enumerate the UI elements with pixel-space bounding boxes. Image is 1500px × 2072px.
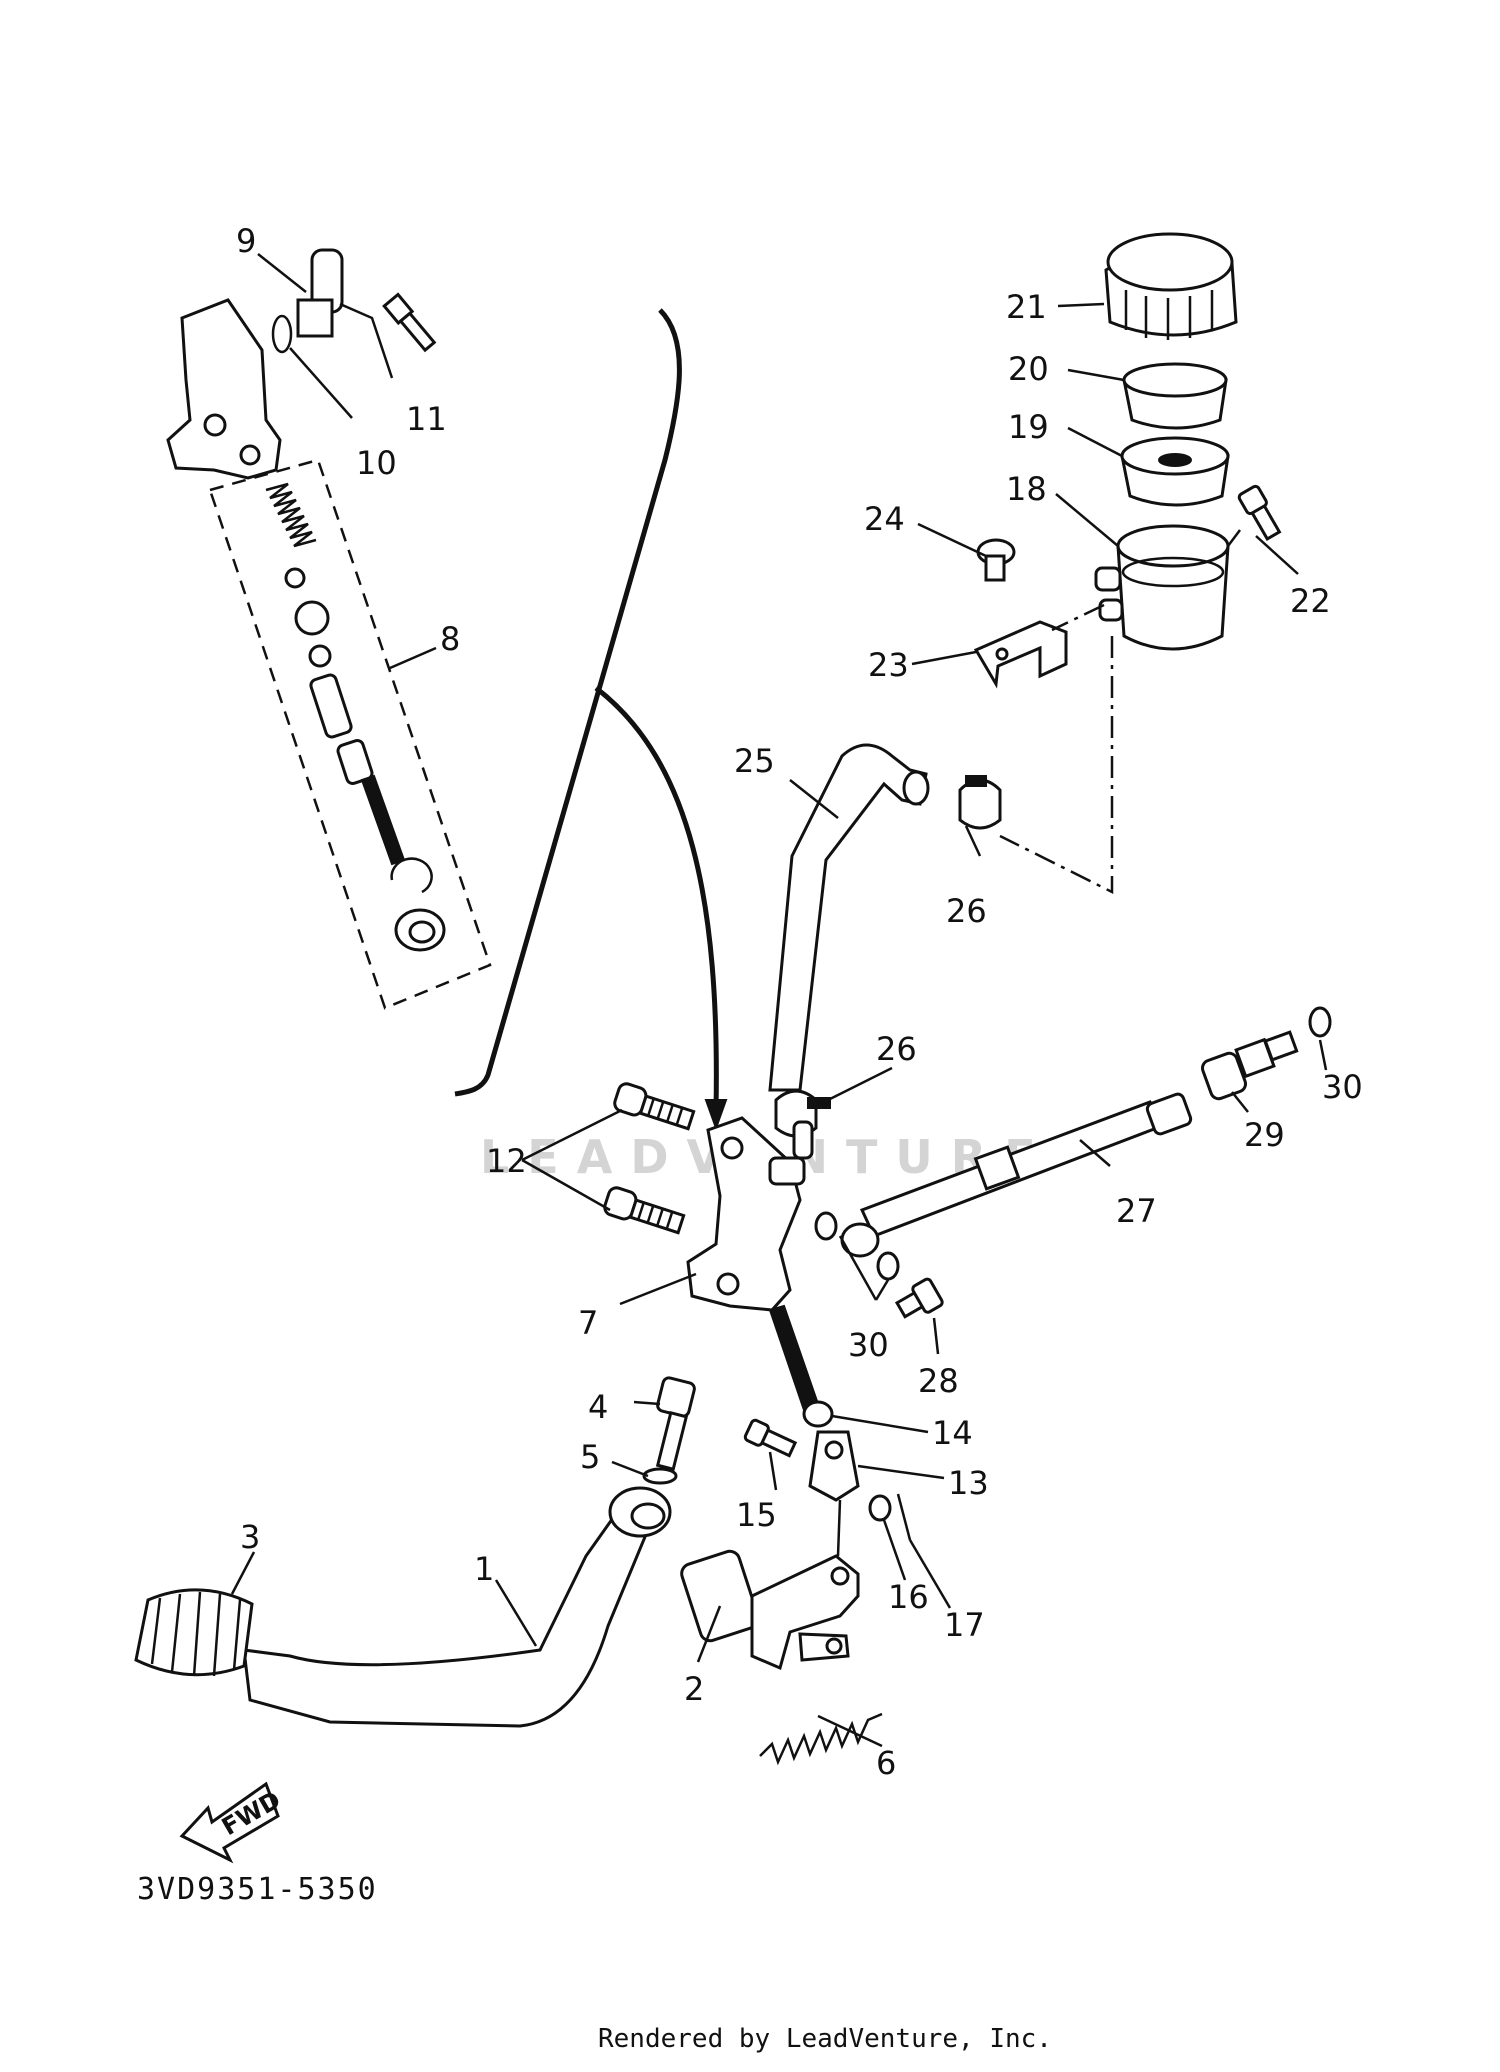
callout-26-upper: 26 xyxy=(946,892,987,930)
clevis-pin[interactable] xyxy=(743,1418,798,1459)
callout-24: 24 xyxy=(864,500,905,538)
washer-30-left[interactable] xyxy=(814,1211,838,1241)
callout-17: 17 xyxy=(944,1606,985,1644)
callout-16: 16 xyxy=(888,1578,929,1616)
callout-21: 21 xyxy=(1006,288,1047,326)
inset-bracket xyxy=(454,308,682,1097)
callout-14: 14 xyxy=(932,1414,973,1452)
kit-outline xyxy=(208,458,492,1010)
push-rod[interactable] xyxy=(768,1304,820,1412)
callout-20: 20 xyxy=(1008,350,1049,388)
callout-5: 5 xyxy=(580,1438,600,1476)
hose-clamp-upper[interactable] xyxy=(958,775,1002,830)
inset-arrow xyxy=(594,686,719,1111)
callout-22: 22 xyxy=(1290,582,1331,620)
callout-3: 3 xyxy=(240,1518,260,1556)
bolt-24[interactable] xyxy=(976,538,1016,582)
callout-4: 4 xyxy=(588,1388,608,1426)
callout-12: 12 xyxy=(486,1142,527,1180)
screw-22[interactable] xyxy=(1237,484,1283,542)
bolt-12-upper[interactable] xyxy=(613,1082,696,1133)
callout-19: 19 xyxy=(1008,408,1049,446)
cotter-pin[interactable] xyxy=(896,1493,912,1541)
washer-5[interactable] xyxy=(642,1467,678,1485)
bolt-28[interactable] xyxy=(894,1277,944,1324)
piston-cup[interactable] xyxy=(294,600,330,636)
footer-credit: Rendered by LeadVenture, Inc. xyxy=(598,2024,1052,2054)
locknut[interactable] xyxy=(802,1400,834,1428)
callout-6: 6 xyxy=(876,1744,896,1782)
reservoir-bracket[interactable] xyxy=(973,620,1068,689)
callout-25: 25 xyxy=(734,742,775,780)
callout-26-lower: 26 xyxy=(876,1030,917,1068)
callout-15: 15 xyxy=(736,1496,777,1534)
spring-inset[interactable] xyxy=(265,482,317,548)
callout-27: 27 xyxy=(1116,1192,1157,1230)
washer-30-right[interactable] xyxy=(876,1251,900,1281)
piston[interactable] xyxy=(309,673,353,739)
bolt-12-lower[interactable] xyxy=(603,1186,686,1237)
return-spring[interactable] xyxy=(759,1712,883,1766)
bolt-11[interactable] xyxy=(382,292,437,353)
callout-10: 10 xyxy=(356,444,397,482)
lower-assembly: FWD xyxy=(134,1006,1332,1864)
callout-11: 11 xyxy=(406,400,447,438)
callout-29: 29 xyxy=(1244,1116,1285,1154)
callout-18: 18 xyxy=(1006,470,1047,508)
union-adapter[interactable] xyxy=(1200,1030,1299,1101)
callout-28: 28 xyxy=(918,1362,959,1400)
callout-30-right: 30 xyxy=(1322,1068,1363,1106)
callout-8: 8 xyxy=(440,620,460,658)
brake-pedal[interactable] xyxy=(242,1506,654,1728)
inset-master-cylinder xyxy=(166,248,728,1131)
fwd-arrow: FWD xyxy=(179,1781,285,1864)
callout-7: 7 xyxy=(578,1304,598,1342)
reservoir-hose[interactable] xyxy=(768,743,928,1092)
callout-9: 9 xyxy=(236,222,256,260)
bolt-4[interactable] xyxy=(655,1376,696,1471)
callout-13: 13 xyxy=(948,1464,989,1502)
callout-1: 1 xyxy=(474,1550,494,1588)
reservoir-tank[interactable] xyxy=(1116,544,1230,651)
callout-23: 23 xyxy=(868,646,909,684)
clevis[interactable] xyxy=(808,1430,860,1502)
master-cylinder[interactable] xyxy=(686,1116,802,1312)
reservoir-group xyxy=(768,232,1299,1092)
o-ring[interactable] xyxy=(271,314,293,354)
push-rod-inset[interactable] xyxy=(360,774,406,866)
washer-30-top[interactable] xyxy=(1308,1006,1332,1038)
cylinder-body-inset[interactable] xyxy=(166,298,282,480)
callout-2: 2 xyxy=(684,1670,704,1708)
diagram-code: 3VD9351-5350 xyxy=(137,1872,378,1907)
pedal-rubber[interactable] xyxy=(134,1588,254,1677)
washer-16[interactable] xyxy=(868,1494,892,1522)
pedal-shaft[interactable] xyxy=(679,1549,860,1671)
callout-30-center: 30 xyxy=(848,1326,889,1364)
callout-labels: 1 2 3 4 5 6 7 8 9 10 11 12 13 14 15 16 1… xyxy=(236,222,1363,1782)
